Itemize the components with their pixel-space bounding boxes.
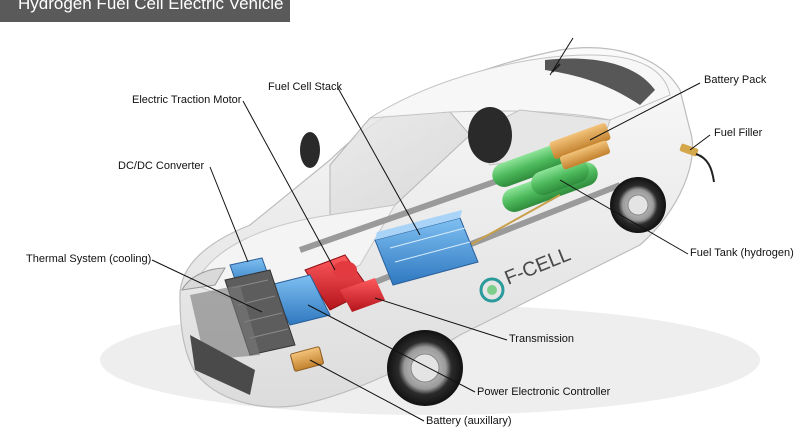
lower-grille [190, 335, 255, 395]
f-cell-logo [479, 277, 505, 303]
front-wheel-hub [410, 353, 440, 383]
label-transmission: Transmission [509, 333, 574, 345]
page-title: Hydrogen Fuel Cell Electric Vehicle [18, 0, 284, 13]
rear-window [545, 58, 655, 105]
label-dc-dc-converter: DC/DC Converter [118, 160, 205, 172]
leader-line-fuel-filler [689, 134, 711, 151]
battery-pack [549, 123, 611, 170]
fuel-cell-stack [374, 210, 479, 286]
far-front-wheel [300, 132, 320, 168]
leader-line-antenna [549, 37, 574, 76]
label-fuel-cell-stack: Fuel Cell Stack [268, 81, 342, 93]
leader-line-thermal-system [151, 259, 263, 313]
leader-line-fuel-tank [559, 179, 689, 255]
fuel-filler [679, 143, 715, 183]
label-electric-traction-motor: Electric Traction Motor [132, 94, 242, 106]
auxiliary-battery [290, 346, 324, 372]
thermal-system [224, 269, 296, 356]
leader-line-battery-auxiliary [309, 359, 425, 422]
front-grille [190, 285, 260, 360]
electric-traction-motor [304, 254, 385, 312]
label-power-electronic-controller: Power Electronic Controller [477, 386, 611, 398]
leader-line-transmission [374, 297, 508, 341]
label-thermal-system: Thermal System (cooling) [26, 253, 152, 265]
headlight [181, 267, 226, 291]
leader-line-electric-traction-motor [242, 100, 336, 271]
hydrogen-line [469, 194, 561, 246]
leader-line-battery-pack [589, 82, 701, 141]
title-bar: Hydrogen Fuel Cell Electric Vehicle [0, 0, 290, 22]
far-rear-wheel [468, 107, 512, 163]
label-battery-pack: Battery Pack [704, 74, 767, 86]
label-fuel-filler: Fuel Filler [714, 127, 763, 139]
rear-wheel-hub [627, 194, 649, 216]
label-battery-auxiliary: Battery (auxillary) [426, 415, 512, 427]
leader-line-dc-dc-converter [209, 166, 249, 263]
label-fuel-tank: Fuel Tank (hydrogen) [690, 247, 794, 259]
antenna [551, 63, 561, 73]
leader-line-fuel-cell-stack [337, 87, 421, 236]
leader-line-power-electronic-controller [307, 304, 476, 393]
